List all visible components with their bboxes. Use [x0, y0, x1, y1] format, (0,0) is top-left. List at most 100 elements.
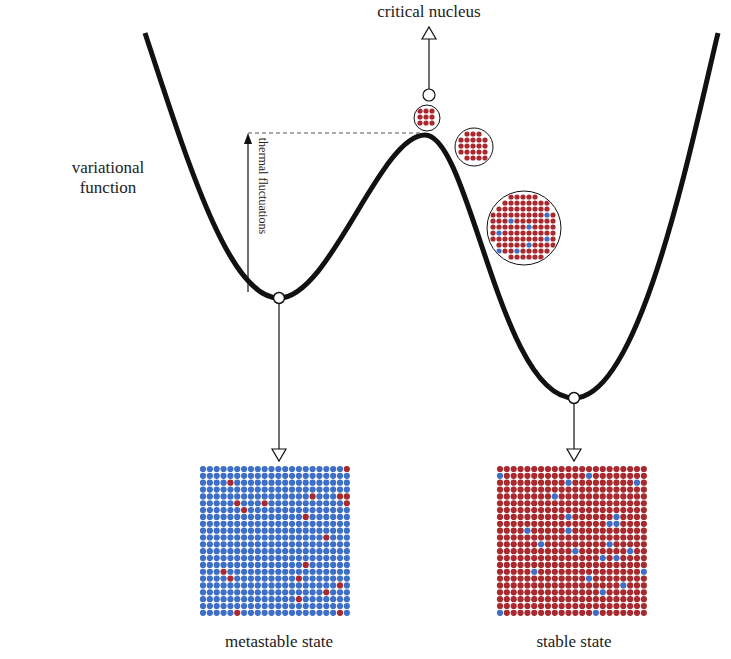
atom — [248, 466, 254, 472]
atom — [241, 610, 247, 616]
atom — [316, 610, 322, 616]
atom — [227, 480, 233, 486]
atom — [200, 473, 206, 479]
atom — [532, 200, 537, 205]
atom — [572, 521, 578, 527]
atom — [282, 507, 288, 513]
atom — [255, 480, 261, 486]
atom — [531, 541, 537, 547]
atom — [207, 562, 213, 568]
atom — [559, 480, 565, 486]
atom — [200, 480, 206, 486]
atom — [275, 596, 281, 602]
atom — [538, 242, 543, 247]
atom — [552, 596, 558, 602]
atom — [524, 596, 530, 602]
atom — [532, 254, 537, 259]
atom — [316, 480, 322, 486]
atom — [552, 521, 558, 527]
atom — [545, 548, 551, 554]
atom — [579, 562, 585, 568]
atom — [323, 507, 329, 513]
atom — [344, 576, 350, 582]
atom — [268, 576, 274, 582]
atom — [337, 596, 343, 602]
atom — [323, 473, 329, 479]
atom — [429, 114, 434, 119]
atom — [497, 596, 503, 602]
atom — [282, 466, 288, 472]
atom — [303, 507, 309, 513]
atom — [565, 589, 571, 595]
atom — [504, 493, 510, 499]
atom — [613, 562, 619, 568]
atom — [545, 480, 551, 486]
atom — [248, 534, 254, 540]
atom — [579, 473, 585, 479]
atom — [214, 582, 220, 588]
atom — [641, 493, 647, 499]
atom — [593, 507, 599, 513]
atom — [262, 596, 268, 602]
atom — [337, 493, 343, 499]
atom — [268, 562, 274, 568]
atom — [634, 603, 640, 609]
atom — [511, 521, 517, 527]
atom — [514, 242, 519, 247]
atom — [316, 466, 322, 472]
atom — [520, 248, 525, 253]
atom — [214, 514, 220, 520]
atom — [613, 493, 619, 499]
atom — [476, 149, 481, 154]
atom — [482, 143, 487, 148]
atom — [552, 603, 558, 609]
atom — [344, 493, 350, 499]
atom — [593, 486, 599, 492]
atom — [289, 582, 295, 588]
atom — [620, 596, 626, 602]
atom — [275, 514, 281, 520]
atom — [504, 473, 510, 479]
atom — [464, 149, 469, 154]
atom — [579, 576, 585, 582]
atom — [337, 521, 343, 527]
atom — [514, 248, 519, 253]
atom — [634, 466, 640, 472]
atom — [634, 486, 640, 492]
atom — [268, 480, 274, 486]
atom — [262, 562, 268, 568]
atom — [532, 242, 537, 247]
atom — [275, 473, 281, 479]
atom — [504, 486, 510, 492]
atom — [303, 576, 309, 582]
atom — [511, 589, 517, 595]
atom — [289, 603, 295, 609]
atom — [586, 500, 592, 506]
atom — [323, 480, 329, 486]
atom — [227, 582, 233, 588]
atom — [524, 486, 530, 492]
atom — [613, 507, 619, 513]
atom — [600, 569, 606, 575]
atom — [220, 596, 226, 602]
atom — [511, 541, 517, 547]
atom — [504, 610, 510, 616]
atom — [310, 596, 316, 602]
atom — [517, 521, 523, 527]
atom — [303, 562, 309, 568]
atom — [514, 200, 519, 205]
atom — [517, 596, 523, 602]
atom — [545, 473, 551, 479]
atom — [316, 562, 322, 568]
atom — [241, 548, 247, 554]
atom — [544, 212, 549, 217]
atom — [255, 603, 261, 609]
atom — [275, 610, 281, 616]
atom — [579, 493, 585, 499]
atom — [607, 582, 613, 588]
atom — [552, 562, 558, 568]
atom — [559, 486, 565, 492]
atom — [532, 224, 537, 229]
atom — [207, 500, 213, 506]
atom — [613, 610, 619, 616]
